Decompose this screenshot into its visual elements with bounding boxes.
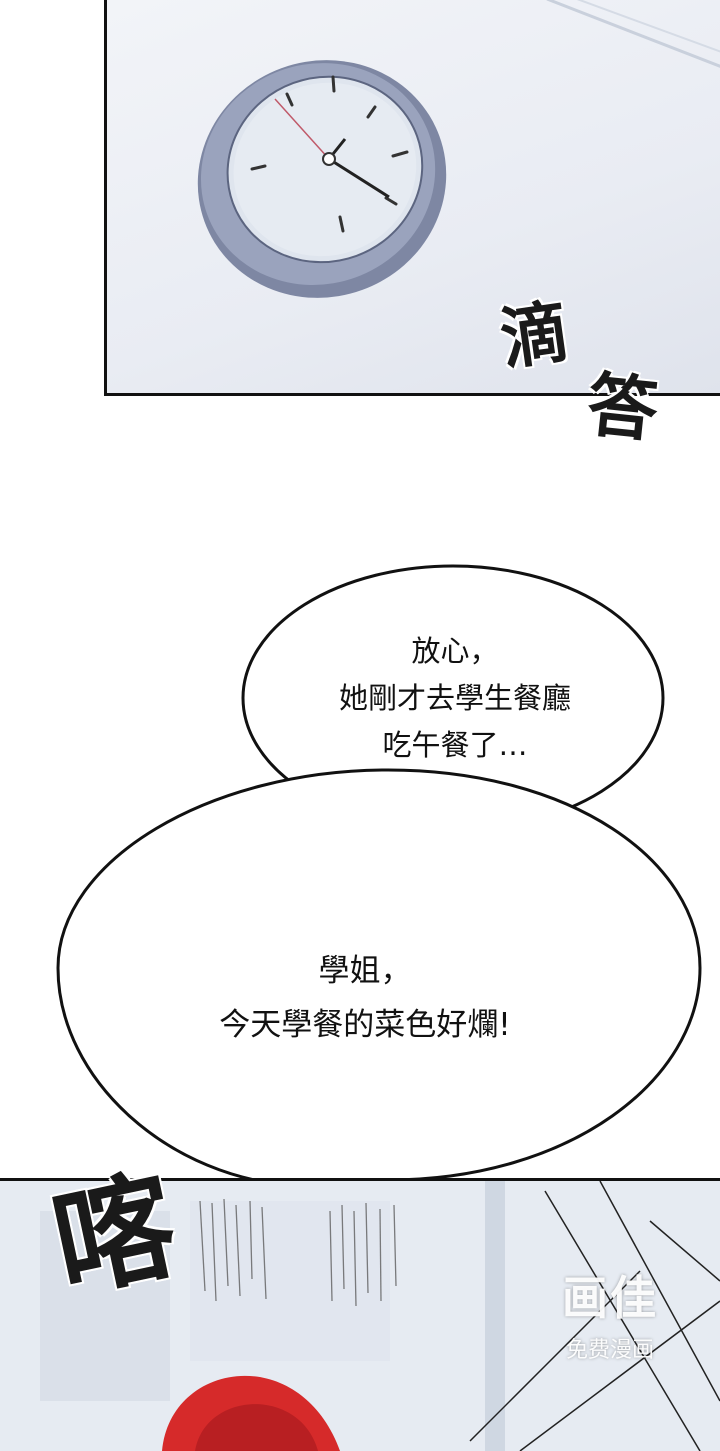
watermark-caption: 免费漫画	[565, 1338, 654, 1363]
large-bubble-text: 學姐， 今天學餐的菜色好爛!	[150, 944, 580, 1052]
small-bubble-line-3: 吃午餐了…	[382, 728, 528, 762]
small-bubble-text: 放心， 她剛才去學生餐廳 吃午餐了…	[280, 628, 630, 769]
doorway-scene	[0, 1181, 720, 1451]
small-bubble-line-1: 放心，	[411, 634, 499, 668]
watermark: 画佳 免费漫画	[562, 1262, 658, 1364]
clock-panel	[104, 0, 720, 396]
wall-clock-illustration	[197, 0, 720, 298]
large-bubble-line-1: 學姐，	[318, 953, 412, 989]
large-bubble-shape	[56, 768, 702, 1353]
watermark-logo: 画佳	[562, 1271, 658, 1325]
door-panel	[0, 1178, 720, 1451]
small-bubble-line-2: 她剛才去學生餐廳	[338, 681, 571, 715]
large-bubble-line-2: 今天學餐的菜色好爛!	[219, 1007, 511, 1043]
